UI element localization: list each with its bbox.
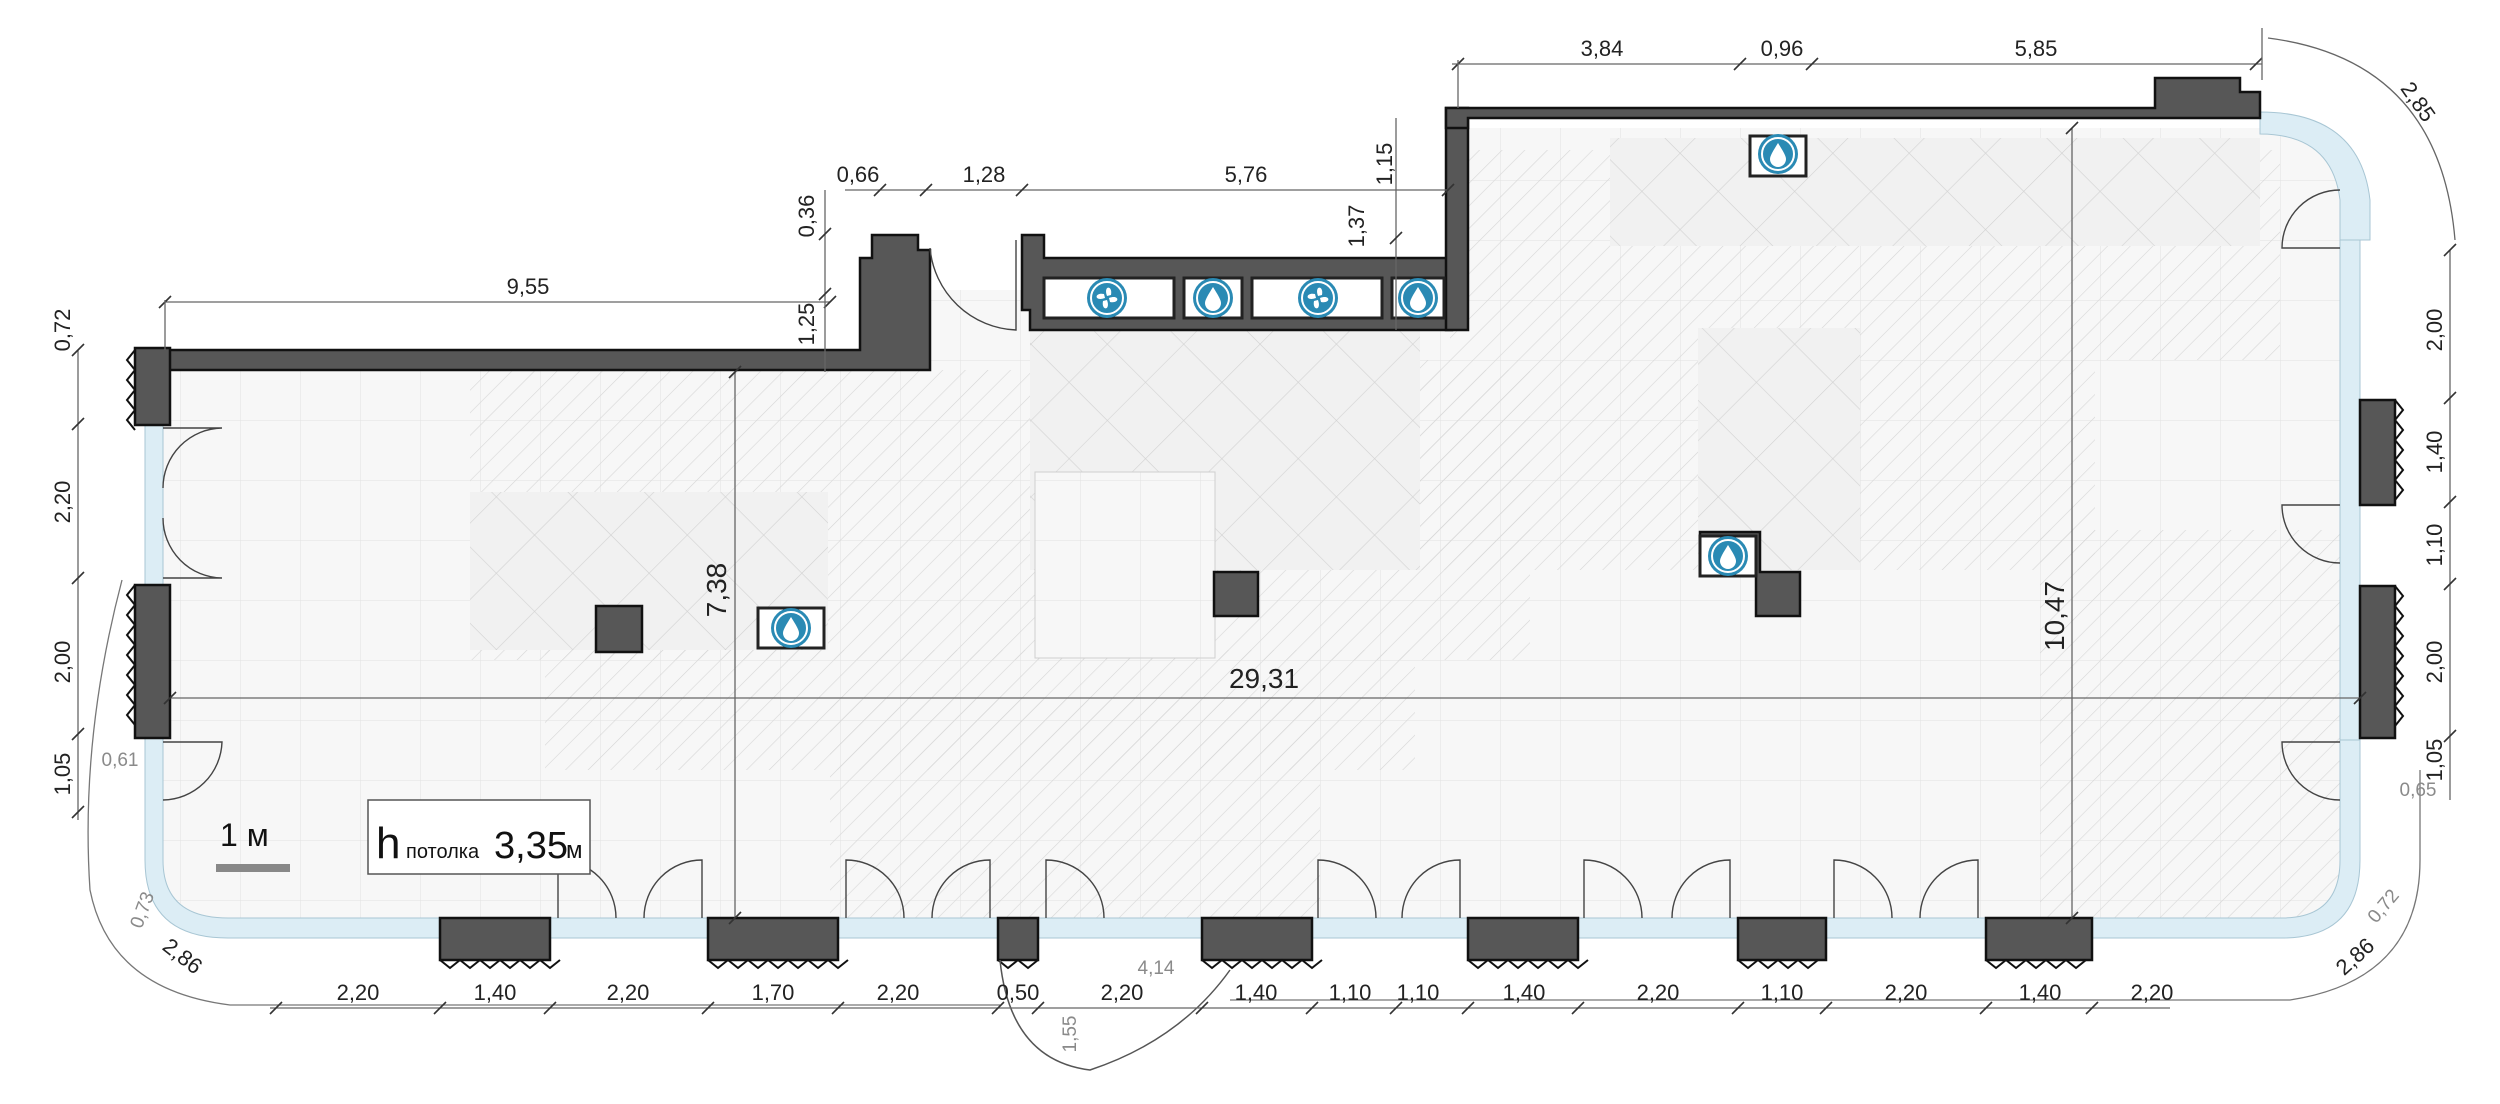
break-markers — [125, 349, 2405, 970]
dim-bottom: 0,50 — [997, 980, 1040, 1005]
ceiling-height-box — [367, 799, 591, 875]
top-wall-right — [1444, 76, 2262, 130]
dim-bottom: 1,40 — [1235, 980, 1278, 1005]
floor-zones — [152, 128, 2360, 930]
right-pier-upper — [2358, 398, 2397, 507]
dim-bottom: 2,20 — [607, 980, 650, 1005]
dim-top: 9,55 — [507, 274, 550, 299]
water-drop-icon — [1758, 134, 1798, 174]
dim-top: 0,66 — [837, 162, 880, 187]
glazing-bottom-right-corner — [2089, 739, 2361, 939]
left-pier — [133, 583, 172, 740]
dim-secondary: 2,86 — [158, 933, 207, 979]
dim-bottom: 2,20 — [877, 980, 920, 1005]
interior-dimensions — [163, 121, 2367, 925]
ceiling-height-label: h потолка 3,35 м — [367, 799, 591, 875]
dim-top: 0,96 — [1761, 36, 1804, 61]
water-drop-icon — [1708, 536, 1748, 576]
dim-secondary: 4,14 — [1138, 958, 1175, 979]
dim-wall-vertical: 1,25 — [794, 303, 819, 346]
ventilation-fan-icon — [1298, 278, 1338, 318]
dim-top: 5,76 — [1225, 162, 1268, 187]
dim-bottom: 1,10 — [1761, 980, 1804, 1005]
dim-right: 1,05 — [2422, 739, 2447, 782]
dim-bottom: 1,40 — [2019, 980, 2062, 1005]
fixture-icons — [771, 134, 1798, 648]
right-pier-lower — [2358, 584, 2397, 740]
cross-hatched-zone — [1610, 138, 2260, 246]
dim-bottom: 1,70 — [752, 980, 795, 1005]
dim-interior-depth: 10,47 — [2039, 581, 2070, 651]
ceiling-height-symbol: h — [376, 819, 400, 868]
top-left-corner-wall — [133, 346, 172, 427]
building-outline — [87, 579, 1000, 1006]
hatched-zone — [2040, 530, 2340, 920]
dim-bottom: 2,20 — [1101, 980, 1144, 1005]
dim-top: 5,85 — [2015, 36, 2058, 61]
scale-bar-label: 1 м — [220, 817, 269, 853]
ceiling-height-caption: потолка — [406, 841, 480, 863]
dim-bottom: 2,20 — [1637, 980, 1680, 1005]
dim-bottom: 1,10 — [1329, 980, 1372, 1005]
dim-secondary: 0,72 — [2364, 886, 2404, 928]
scale-bar-line — [216, 864, 290, 872]
hatched-zone — [830, 700, 1320, 930]
dim-bottom: 1,40 — [1503, 980, 1546, 1005]
dim-top: 1,28 — [963, 162, 1006, 187]
dim-wall-vertical: 0,36 — [794, 195, 819, 238]
building-outline — [1230, 770, 2421, 1001]
dim-wall-vertical: 1,37 — [1344, 205, 1369, 248]
scale-bar: 1 м — [216, 817, 290, 872]
glazing-top-right-corner — [2259, 111, 2371, 241]
dim-right: 2,00 — [2422, 309, 2447, 352]
dim-interior-length: 29,31 — [1229, 663, 1299, 694]
dimension-chains — [71, 28, 2457, 1015]
ceiling-height-value: 3,35 — [494, 825, 568, 867]
water-drop-icon — [1193, 278, 1233, 318]
dim-left: 0,72 — [50, 309, 75, 352]
column — [1212, 570, 1260, 618]
column — [594, 604, 644, 654]
water-drop-icon — [771, 608, 811, 648]
dim-secondary: 2,86 — [2331, 933, 2380, 980]
top-wall-step — [1444, 106, 1470, 332]
dim-secondary: 0,65 — [2400, 780, 2437, 801]
dim-right: 1,10 — [2422, 524, 2447, 567]
dim-bottom: 1,40 — [474, 980, 517, 1005]
dim-right: 2,00 — [2422, 641, 2447, 684]
entrance-canopy — [999, 959, 1231, 1071]
ceiling-height-unit: м — [566, 837, 583, 864]
dim-bottom: 2,20 — [1885, 980, 1928, 1005]
dim-bottom: 2,20 — [337, 980, 380, 1005]
doors — [162, 189, 2341, 919]
dim-top: 3,84 — [1581, 36, 1624, 61]
dim-secondary: 0,73 — [127, 889, 159, 931]
dim-wall-vertical: 1,15 — [1372, 143, 1397, 186]
bottom-piers — [438, 916, 2094, 962]
cross-hatched-zone — [1698, 328, 1860, 570]
dim-interior-depth: 7,38 — [701, 563, 732, 618]
dim-secondary: 0,61 — [102, 750, 139, 771]
dim-left: 1,05 — [50, 753, 75, 796]
dim-left: 2,20 — [50, 481, 75, 524]
dim-left: 2,00 — [50, 641, 75, 684]
tiled-zone — [1034, 471, 1216, 659]
dim-bottom: 1,10 — [1397, 980, 1440, 1005]
dim-right: 1,40 — [2422, 431, 2447, 474]
glazing-right — [2339, 239, 2361, 741]
dim-secondary: 1,55 — [1060, 1016, 1081, 1053]
ventilation-fan-icon — [1087, 278, 1127, 318]
water-drop-icon — [1398, 278, 1438, 318]
dim-bottom: 2,20 — [2131, 980, 2174, 1005]
